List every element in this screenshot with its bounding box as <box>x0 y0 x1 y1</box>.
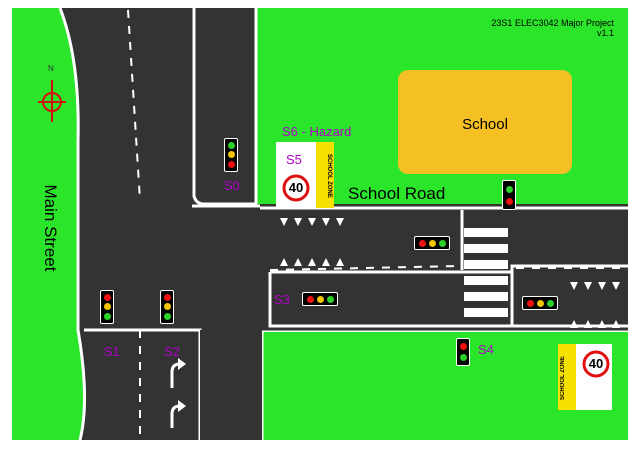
give-way-markings <box>280 218 620 328</box>
speed-limit-value: 40 <box>288 180 304 195</box>
project-title: 23S1 ELEC3042 Major Project v1.1 <box>456 18 614 38</box>
light-red <box>103 294 111 302</box>
sensor-s1-label: S1 <box>104 344 120 359</box>
school-building <box>398 70 572 174</box>
light-red <box>459 343 467 350</box>
light-yellow <box>316 295 324 303</box>
light-red <box>227 160 235 168</box>
light-green <box>163 312 171 320</box>
school-label: School <box>462 116 508 133</box>
speed-limit-value-2: 40 <box>588 356 604 371</box>
school-zone-sign <box>276 142 334 208</box>
light-red <box>163 294 171 302</box>
light-green <box>505 185 513 193</box>
road-surface <box>60 8 628 440</box>
traffic-light-s1[interactable] <box>100 290 114 324</box>
project-version: v1.1 <box>596 28 614 38</box>
light-green <box>227 142 235 150</box>
sensor-s0-label: S0 <box>224 178 240 193</box>
light-green <box>103 312 111 320</box>
light-yellow <box>103 303 111 311</box>
light-yellow <box>163 303 171 311</box>
traffic-light-s4[interactable] <box>456 338 470 366</box>
sensor-s2-label: S2 <box>164 344 180 359</box>
sensor-s3-label: S3 <box>274 292 290 307</box>
compass-icon <box>38 80 66 122</box>
light-green <box>546 299 554 307</box>
light-yellow <box>227 151 235 159</box>
light-yellow <box>536 299 544 307</box>
crosswalk <box>464 228 508 317</box>
school-zone-sign-2 <box>558 344 612 410</box>
school-zone-text: SCHOOL ZONE <box>326 154 332 198</box>
light-yellow <box>428 239 436 247</box>
light-red <box>306 295 314 303</box>
light-red <box>505 197 513 205</box>
light-red <box>526 299 534 307</box>
traffic-light-school-road-east[interactable] <box>502 180 516 210</box>
light-green <box>459 354 467 361</box>
traffic-light-s3[interactable] <box>302 292 338 306</box>
school-zone-text-2: SCHOOL ZONE <box>560 356 566 400</box>
project-title-text: 23S1 ELEC3042 Major Project <box>491 18 614 28</box>
light-green <box>438 239 446 247</box>
sensor-s4-label: S4 <box>478 342 494 357</box>
sensor-s6-label: S6 - Hazard <box>282 124 352 139</box>
traffic-light-s0[interactable] <box>224 138 238 172</box>
traffic-light-right[interactable] <box>522 296 558 310</box>
compass-north-label: N <box>48 64 54 73</box>
main-street-label: Main Street <box>41 184 60 272</box>
school-road-label: School Road <box>348 184 446 203</box>
sensor-s5-label: S5 <box>286 152 302 167</box>
light-red <box>418 239 426 247</box>
traffic-light-s2[interactable] <box>160 290 174 324</box>
traffic-light-school-road-west[interactable] <box>414 236 450 250</box>
light-green <box>326 295 334 303</box>
